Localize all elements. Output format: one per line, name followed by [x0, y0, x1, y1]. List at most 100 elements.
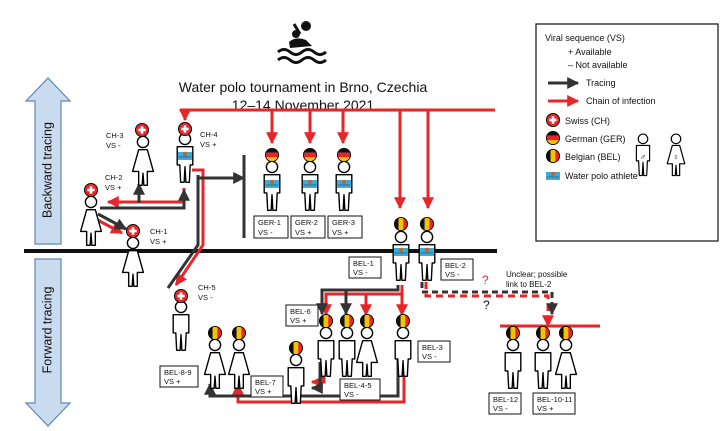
svg-text:VS -: VS - [445, 270, 460, 279]
svg-text:BEL-4-5: BEL-4-5 [344, 381, 372, 390]
person-ch5 [172, 289, 190, 351]
unclear-link-note-line2: link to BEL-2 [506, 280, 552, 289]
svg-text:VS -: VS - [353, 268, 368, 277]
svg-text:VS +: VS + [332, 228, 349, 237]
person-ch1 [121, 224, 145, 287]
case-labels: CH-3VS - CH-4VS + CH-2VS + CH-1VS + CH-5… [105, 130, 218, 302]
label-ch4: CH-4VS + [200, 130, 218, 149]
label-ger2: GER-2VS + [290, 215, 326, 239]
belgian-flag-icon [546, 149, 560, 163]
legend: Viral sequence (VS) + Available – Not av… [535, 23, 719, 242]
person-ger2 [301, 148, 319, 211]
svg-text:♀: ♀ [673, 152, 680, 162]
legend-vs-available: + Available [568, 47, 612, 57]
title-line-1: Water polo tournament in Brno, Czechia [179, 79, 428, 95]
boxed-case-labels: GER-1VS - GER-2VS + GER-3VS + BEL-1VS - … [159, 215, 576, 415]
person-bel2 [418, 217, 436, 281]
svg-text:GER-1: GER-1 [258, 218, 281, 227]
svg-text:CH-5: CH-5 [198, 283, 216, 292]
svg-text:BEL-6: BEL-6 [290, 307, 311, 316]
svg-text:VS -: VS - [344, 390, 359, 399]
person-bel4 [338, 314, 356, 377]
label-bel7: BEL-7VS + [250, 375, 284, 398]
label-ch3: CH-3VS - [106, 131, 124, 150]
legend-athlete-label: Water polo athlete [565, 171, 638, 181]
label-bel45: BEL-4-5VS - [339, 378, 381, 401]
svg-text:VS +: VS + [295, 228, 312, 237]
label-bel3: BEL-3VS - [417, 340, 451, 363]
unclear-link-note-line1: Unclear; possible [506, 270, 568, 279]
label-ch1: CH-1VS + [150, 227, 168, 246]
svg-text:VS -: VS - [198, 293, 213, 302]
label-ger1: GER-1VS - [253, 215, 289, 239]
svg-text:BEL-1: BEL-1 [353, 259, 374, 268]
person-bel1 [392, 217, 410, 281]
legend-german-label: German (GER) [565, 134, 626, 144]
athlete-icon [545, 171, 561, 181]
label-ch5: CH-5VS - [198, 283, 216, 302]
person-ch3 [131, 123, 155, 186]
legend-vs-not-available: – Not available [568, 60, 628, 70]
svg-text:VS -: VS - [493, 404, 508, 413]
backward-tracing-label: Backward tracing [40, 122, 54, 218]
person-bel5 [355, 314, 379, 377]
svg-text:VS -: VS - [422, 352, 437, 361]
person-bel9 [227, 326, 251, 389]
svg-text:VS +: VS + [200, 140, 217, 149]
question-mark-dark: ? [483, 298, 490, 312]
svg-text:BEL-3: BEL-3 [422, 343, 443, 352]
svg-text:CH-1: CH-1 [150, 227, 168, 236]
svg-text:CH-2: CH-2 [105, 173, 123, 182]
person-bel3 [394, 314, 412, 377]
person-bel10 [534, 326, 552, 389]
forward-tracing-arrow: Forward tracing [24, 258, 72, 427]
person-bel12 [504, 326, 522, 389]
svg-text:CH-3: CH-3 [106, 131, 124, 140]
svg-text:VS +: VS + [537, 404, 554, 413]
legend-swiss-label: Swiss (CH) [565, 116, 610, 126]
label-ch2: CH-2VS + [105, 173, 123, 192]
person-bel8 [203, 326, 227, 389]
label-ger3: GER-3VS + [327, 215, 363, 239]
backward-tracing-arrow: Backward tracing [24, 77, 72, 245]
person-bel7 [287, 341, 305, 404]
label-bel89: BEL-8-9VS + [159, 365, 199, 388]
person-ger1 [263, 148, 281, 211]
svg-text:VS +: VS + [164, 377, 181, 386]
svg-text:CH-4: CH-4 [200, 130, 218, 139]
legend-chain-label: Chain of infection [586, 96, 656, 106]
question-mark-red: ? [482, 273, 489, 287]
person-ger3 [335, 148, 353, 211]
svg-text:BEL-12: BEL-12 [493, 395, 518, 404]
forward-tracing-label: Forward tracing [40, 287, 54, 374]
label-bel2: BEL-2VS - [440, 258, 474, 281]
svg-text:VS -: VS - [106, 141, 121, 150]
svg-text:GER-3: GER-3 [332, 218, 355, 227]
legend-vs-header: Viral sequence (VS) [545, 33, 625, 43]
label-bel6: BEL-6VS + [285, 304, 319, 327]
german-flag-icon [546, 131, 560, 145]
svg-text:VS -: VS - [258, 228, 273, 237]
svg-text:BEL-8-9: BEL-8-9 [164, 368, 192, 377]
person-bel11 [554, 326, 578, 389]
swiss-flag-icon [546, 113, 560, 127]
svg-text:BEL-2: BEL-2 [445, 261, 466, 270]
svg-text:VS +: VS + [290, 316, 307, 325]
svg-text:VS +: VS + [105, 183, 122, 192]
svg-text:BEL-10-11: BEL-10-11 [537, 395, 572, 404]
label-bel1: BEL-1VS - [348, 256, 382, 279]
water-polo-icon [277, 21, 327, 64]
svg-text:VS +: VS + [255, 387, 272, 396]
svg-text:♂: ♂ [640, 152, 647, 162]
svg-text:BEL-7: BEL-7 [255, 378, 276, 387]
legend-belgian-label: Belgian (BEL) [565, 152, 621, 162]
person-ch4 [176, 122, 194, 183]
legend-tracing-label: Tracing [586, 78, 616, 88]
person-bel6 [317, 314, 335, 377]
svg-text:VS +: VS + [150, 237, 167, 246]
svg-text:GER-2: GER-2 [295, 218, 318, 227]
